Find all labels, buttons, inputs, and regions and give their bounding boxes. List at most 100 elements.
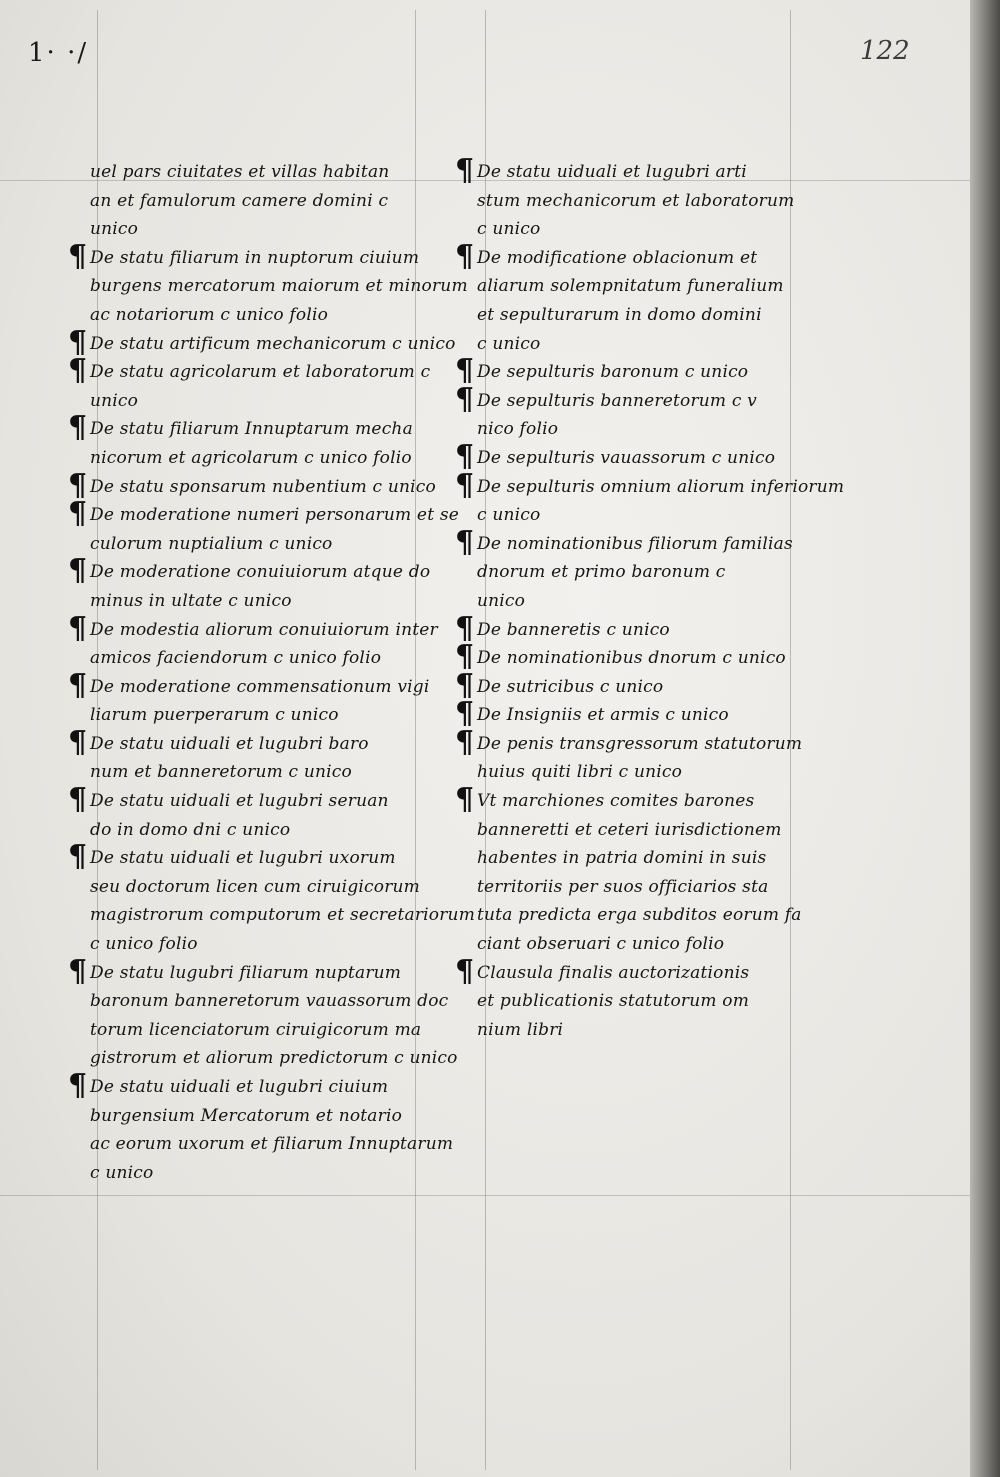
ruling-line [0,1195,970,1196]
entry-line: dnorum et primo baronum c [477,562,726,583]
folio-number: 122 [860,36,910,66]
index-entry: ¶De Insigniis et armis c unico [455,699,800,730]
entry-line: burgens mercatorum maiorum et minorum [90,276,468,297]
entry-line: c unico [477,333,541,354]
entry-line: De sepulturis omnium aliorum inferiorum [477,476,845,497]
entry-line: liarum puerperarum c unico [90,705,339,726]
ruling-line [97,10,98,1470]
entry-line: De statu artificum mechanicorum c unico [90,333,456,354]
pilcrow-mark: ¶ [68,839,88,875]
entry-line: num et banneretorum c unico [90,762,352,783]
entry-line: De statu agricolarum et laboratorum c [90,362,431,383]
entry-line: culorum nuptialium c unico [90,533,333,554]
entry-line: amicos faciendorum c unico folio [90,648,382,669]
pilcrow-mark: ¶ [455,782,475,818]
right-column-index: ¶ De statu uiduali et lugubri arti stum me… [455,156,844,1045]
entry-line: De moderatione numeri personarum et se [90,505,460,526]
pilcrow-mark: ¶ [68,667,88,703]
pilcrow-mark: ¶ [68,610,88,646]
entry-line: De statu lugubri filiarum nuptarum [90,962,402,983]
entry-line: et sepulturarum in domo domini [477,304,762,325]
entry-line: De statu uiduali et lugubri uxorum [90,848,396,869]
entry-line: De statu uiduali et lugubri ciuium [90,1077,389,1097]
entry-line: stum mechanicorum et laboratorum [477,190,795,211]
ruling-line [485,10,486,1470]
index-entry: ¶De nominationibus filiorum familias dnor… [455,524,800,616]
pilcrow-mark: ¶ [68,410,88,446]
top-margin-marks: 1· ·/ [28,38,89,68]
pilcrow-mark: ¶ [68,353,88,389]
entry-line: nicorum et agricolarum c unico folio [90,447,412,468]
entry-line: c unico folio [90,934,198,955]
entry-line: do in domo dni c unico [90,819,291,840]
pilcrow-mark: ¶ [68,496,88,532]
entry-line: an et famulorum camere domini c [90,190,389,211]
pilcrow-mark: ¶ [455,438,475,474]
index-entry: ¶De sepulturis omnium aliorum inferiorum… [455,467,844,530]
index-entry: ¶De statu agricolarum et laboratorum c un… [68,353,438,415]
ruling-line [790,10,791,1470]
index-entry: ¶De statu lugubri filiarum nuptarum baron… [68,953,457,1073]
entry-line: c unico [477,505,541,526]
entry-line: baronum banneretorum vauassorum doc [90,991,449,1012]
entry-line: nium libri [477,1019,564,1040]
index-entry: ¶De sutricibus c unico [455,667,800,703]
index-entry: ¶De sepulturis vauassorum c unico [455,438,800,474]
entry-line: unico [90,390,139,411]
entry-line: et publicationis statutorum om [477,991,750,1012]
pilcrow-mark: ¶ [68,467,88,503]
entry-line: habentes in patria domini in suis [477,848,767,869]
entry-line: De Insigniis et armis c unico [477,705,729,726]
entry-line: Vt marchiones comites barones [477,791,755,812]
entry-line: burgensium Mercatorum et notario [90,1105,403,1126]
entry-line: magistrorum computorum et secretariorum [90,905,476,926]
entry-line: De banneretis c unico [477,619,670,640]
index-entry: ¶De modestia aliorum conuiuiorum inter am… [68,610,438,673]
entry-line: De penis transgressorum statutorum [477,733,803,754]
pilcrow-mark: ¶ [455,724,475,760]
pilcrow-mark: ¶ [68,953,88,989]
pilcrow-mark: ¶ [455,667,475,703]
page-edge-shadow [970,0,1000,1477]
pilcrow-mark: ¶ [455,610,475,646]
pilcrow-mark: ¶ [455,353,475,389]
index-entry: ¶De nominationibus dnorum c unico [455,642,800,673]
entry-line: De moderatione conuiuiorum atque do [90,562,431,583]
manuscript-page: 1· ·/ 122 uel pars ciuitates et villas h… [0,0,970,1477]
pilcrow-mark: ¶ [455,953,475,989]
pilcrow-mark: ¶ [68,782,88,818]
entry-line: seu doctorum licen cum ciruigicorum [90,876,420,897]
pilcrow-mark: ¶ [455,381,475,417]
entry-line: nico folio [477,419,559,440]
entry-line: ciant obseruari c unico folio [477,934,725,955]
entry-line: c unico [477,219,541,240]
index-entry: ¶De sepulturis baronum c unico [455,353,800,389]
entry-line: De statu filiarum in nuptorum ciuium [90,247,420,268]
entry-line: unico [90,219,139,240]
index-entry: ¶De banneretis c unico [455,610,800,646]
ruling-line [415,10,416,1470]
entry-line: territoriis per suos officiarios sta [477,876,769,897]
pilcrow-mark: ¶ [455,524,475,560]
entry-line: De statu uiduali et lugubri arti [477,162,747,182]
index-entry: ¶De moderatione numeri personarum et se c… [68,496,459,558]
entry-line: torum licenciatorum ciruigicorum ma [90,1019,422,1040]
entry-line: De nominationibus filiorum familias [477,533,793,554]
entry-line: ac eorum uxorum et filiarum Innuptarum [90,1134,454,1155]
entry-line: De statu sponsarum nubentium c unico [90,476,436,497]
entry-line: tuta predicta erga subditos eorum fa [477,905,802,926]
pilcrow-mark: ¶ [455,467,475,503]
index-entry: ¶De statu uiduali et lugubri uxorum seu d… [68,839,475,958]
entry-line: gistrorum et aliorum predictorum c unico [90,1048,458,1069]
entry-line: De sepulturis baronum c unico [477,362,749,383]
entry-line: De modestia aliorum conuiuiorum inter [90,619,438,640]
